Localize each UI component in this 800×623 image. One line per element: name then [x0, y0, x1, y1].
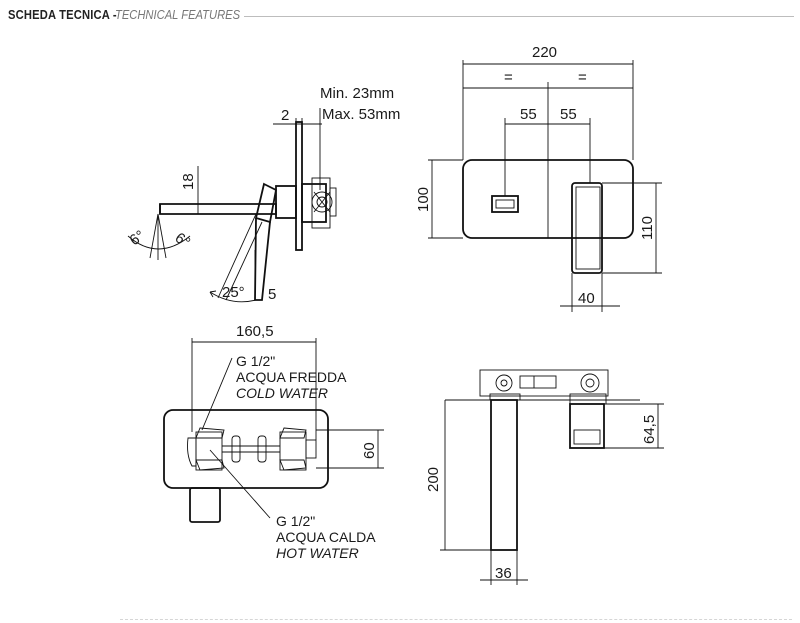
- dim-offset-left: 55: [520, 106, 537, 123]
- side-valve-body: [301, 183, 327, 223]
- side-lever-head: [254, 182, 278, 224]
- cold-thread: G 1/2": [236, 353, 275, 369]
- dim-equal-left: =: [504, 69, 513, 86]
- header-subtitle: TECHNICAL FEATURES: [115, 7, 241, 22]
- elevation-lever: [569, 403, 605, 449]
- dim-lever-offset: 5: [268, 286, 276, 303]
- elevation-spout: [490, 399, 518, 551]
- dim-spout-length: 200: [425, 467, 442, 492]
- dim-max-depth: Max. 53mm: [322, 106, 400, 123]
- header-title: SCHEDA TECNICA -: [8, 7, 117, 22]
- footer-rule: [120, 619, 792, 620]
- front-view: 220 = = 55 55 100 110 40: [415, 44, 662, 312]
- dim-body-height: 60: [361, 442, 378, 459]
- dim-lever-angle: 25°: [222, 284, 245, 301]
- hot-label-it: ACQUA CALDA: [276, 529, 376, 545]
- hot-label-en: HOT WATER: [276, 545, 359, 561]
- front-lever: [571, 182, 603, 274]
- dim-offset-right: 55: [560, 106, 577, 123]
- dim-lever-width: 40: [578, 290, 595, 307]
- dim-plate-height: 100: [415, 187, 432, 212]
- dim-box-height: 64,5: [641, 415, 658, 444]
- dim-plate-thickness: 2: [281, 107, 289, 124]
- side-view: 2 Min. 23mm Max. 53mm 25° 5 18: [127, 85, 401, 303]
- header-rule: [244, 16, 794, 17]
- elevation-valve-body: [479, 369, 609, 397]
- dim-equal-right: =: [578, 69, 587, 86]
- dim-lever-height: 110: [639, 216, 656, 240]
- hot-thread: G 1/2": [276, 513, 315, 529]
- cold-label-it: ACQUA FREDDA: [236, 369, 347, 385]
- side-mixer-body: [275, 185, 297, 219]
- elevation-view: 200 36 64,5: [425, 369, 664, 585]
- dim-spout-height: 18: [180, 173, 197, 190]
- header: SCHEDA TECNICA - TECHNICAL FEATURES: [8, 6, 794, 26]
- dim-body-length: 160,5: [236, 323, 274, 340]
- top-lever: [189, 487, 221, 523]
- dim-spout-width: 36: [495, 565, 512, 582]
- dim-min-depth: Min. 23mm: [320, 85, 394, 102]
- cold-label-en: COLD WATER: [236, 385, 328, 401]
- top-view: 160,5 60 G 1/2" ACQUA FREDDA COLD WATER …: [163, 323, 384, 561]
- top-wall-plate: [163, 409, 329, 489]
- dim-total-width: 220: [532, 44, 557, 61]
- dim-angle-right: 6°: [172, 229, 194, 251]
